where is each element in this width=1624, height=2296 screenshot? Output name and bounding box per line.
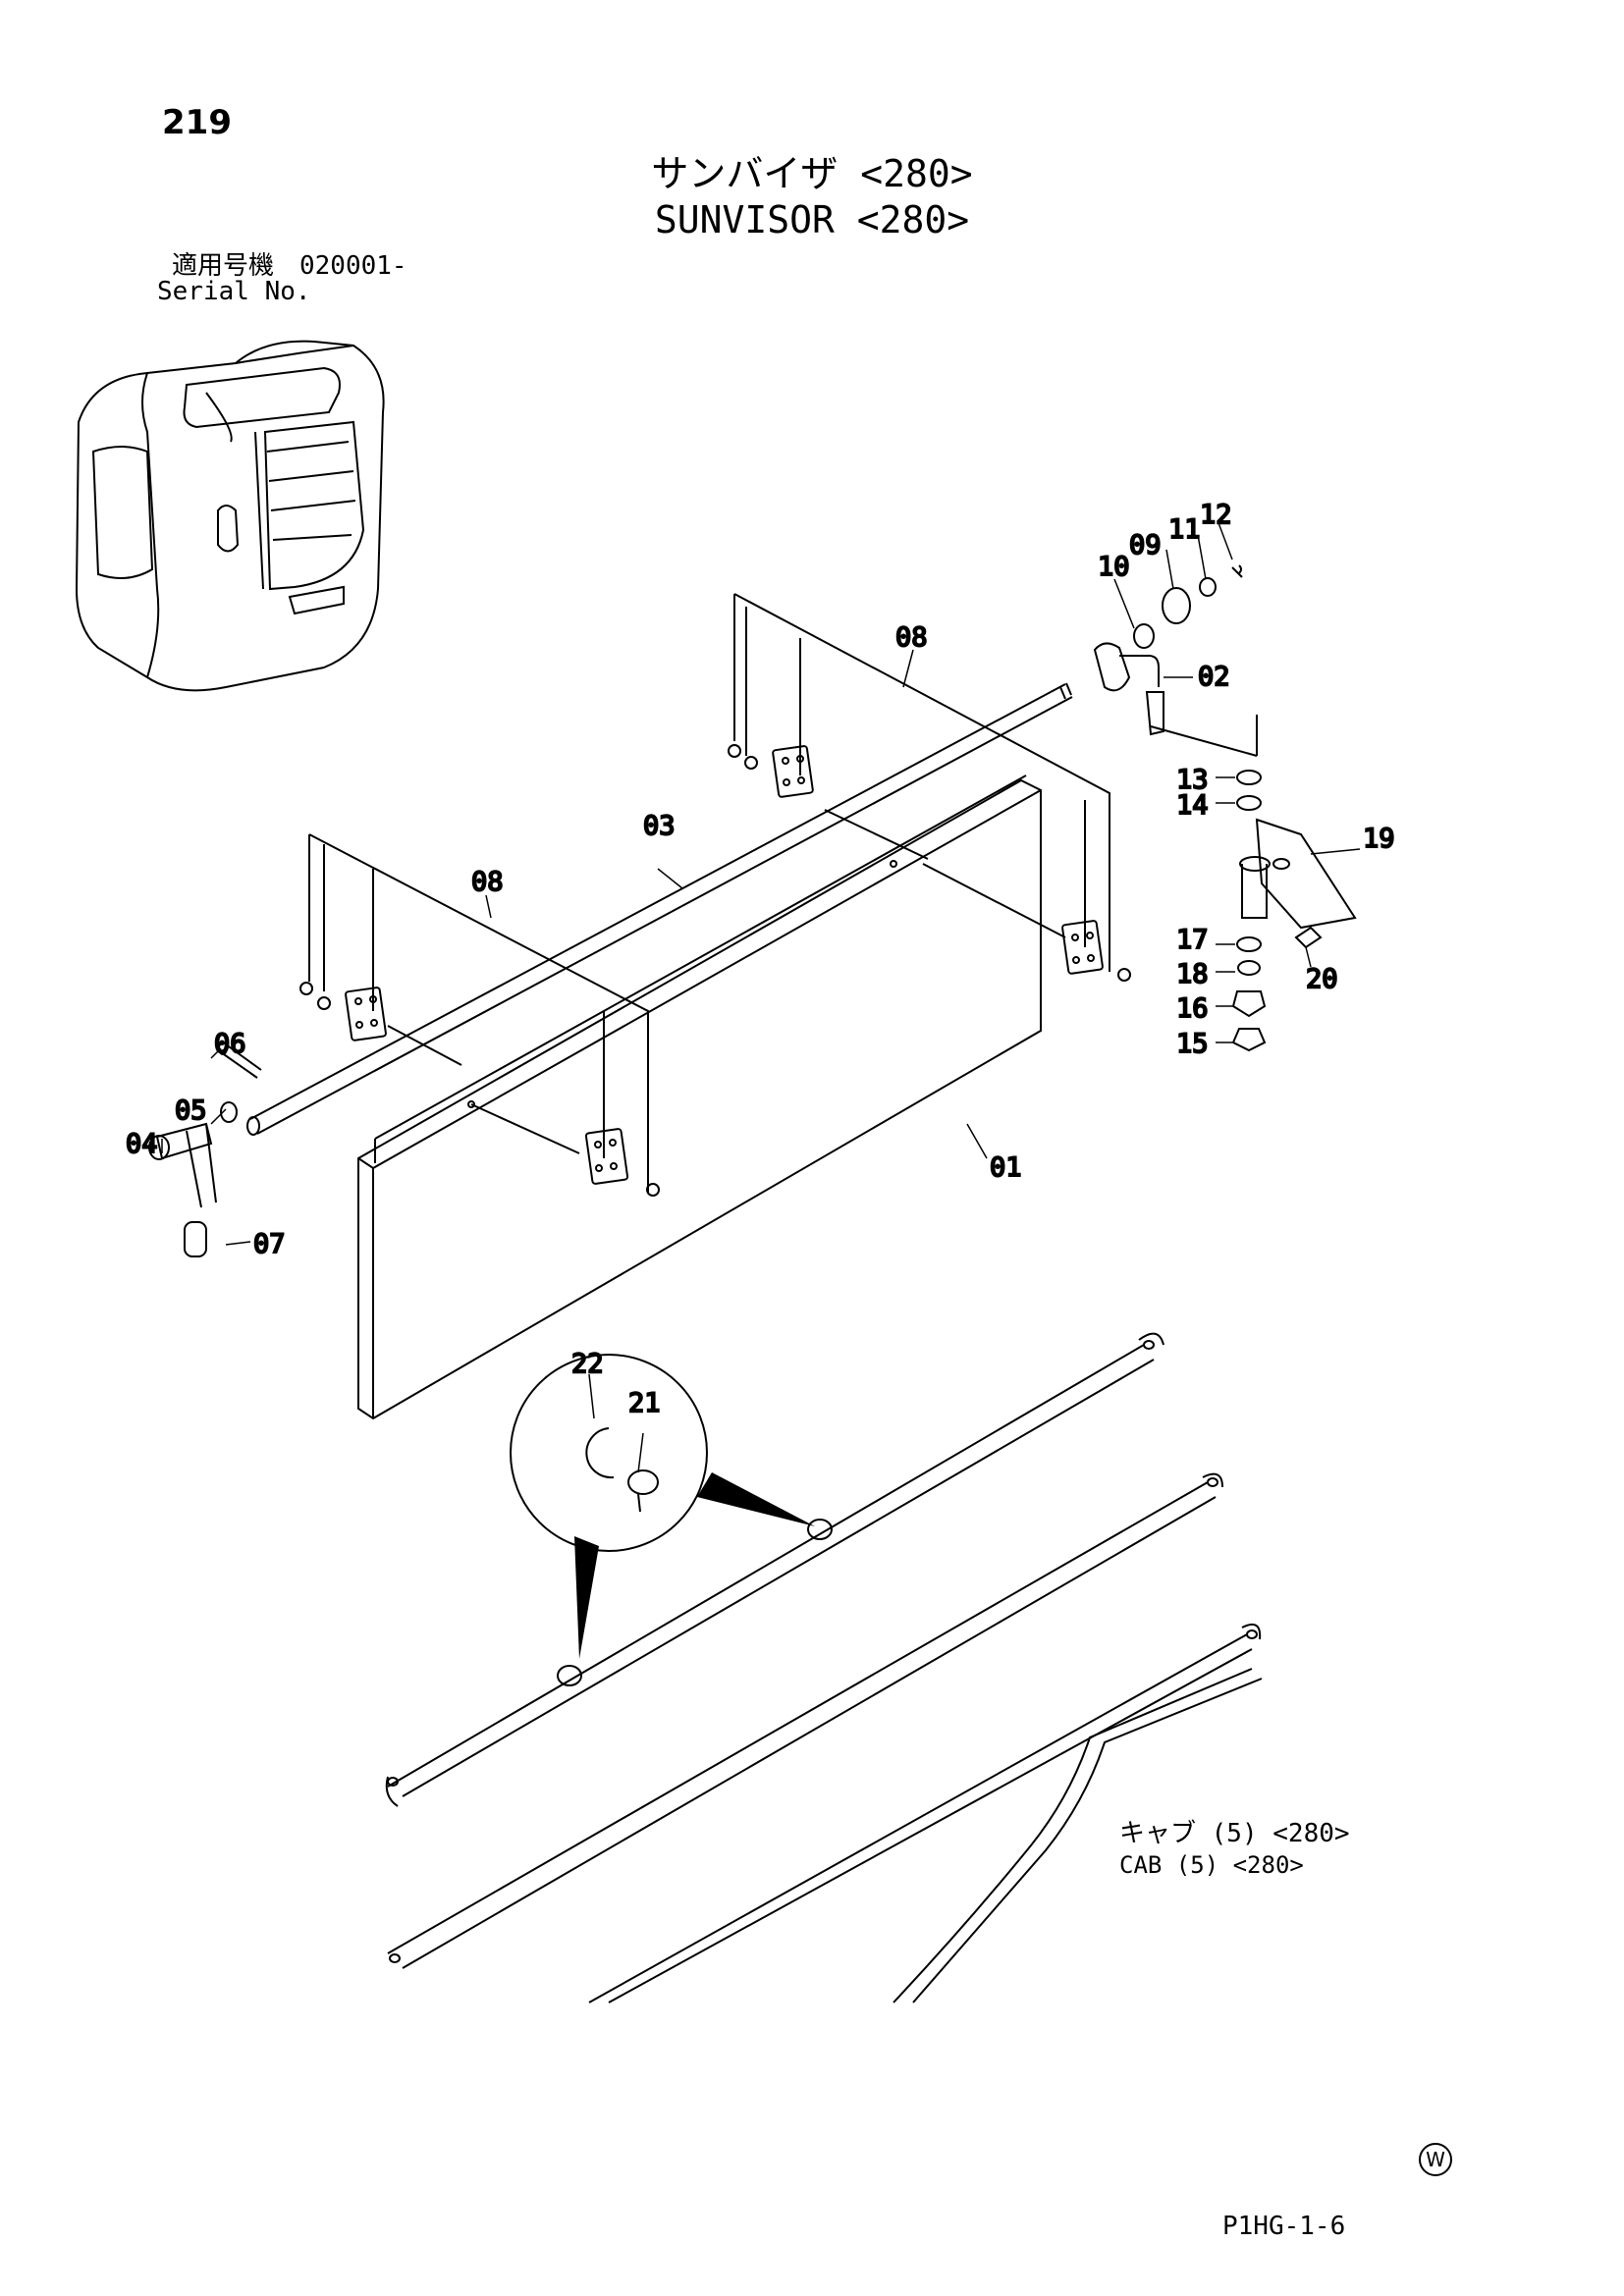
- callout-03: 03: [643, 811, 676, 841]
- leader-lines: [161, 519, 1361, 1473]
- callout-07: 07: [253, 1229, 286, 1259]
- cab-reference-japanese: キャブ (5) <280>: [1119, 1819, 1350, 1848]
- callout-06: 06: [214, 1029, 246, 1059]
- callout-09: 09: [1129, 530, 1162, 561]
- callout-12: 12: [1200, 500, 1232, 530]
- callout-20: 20: [1306, 964, 1338, 994]
- hinge-assembly-upper: [728, 593, 1131, 982]
- callout-04: 04: [126, 1129, 158, 1159]
- callout-10: 10: [1098, 552, 1130, 582]
- callout-02: 02: [1198, 662, 1230, 692]
- callout-01: 01: [990, 1152, 1022, 1183]
- handle-parts: [148, 1041, 262, 1257]
- page-code: P1HG-1-6: [1222, 2212, 1346, 2241]
- page-title: SUNVISOR <280>: [654, 198, 970, 241]
- shaft: [246, 682, 1073, 1136]
- callout-08-lower: 08: [471, 867, 504, 897]
- callout-18: 18: [1176, 959, 1209, 989]
- callout-15: 15: [1176, 1029, 1209, 1059]
- callout-13: 13: [1176, 765, 1209, 795]
- callout-08-upper: 08: [895, 622, 928, 653]
- callout-19: 19: [1363, 824, 1395, 854]
- page-number: 219: [162, 103, 232, 142]
- callout-21: 21: [628, 1388, 661, 1418]
- visor-panel: [357, 774, 1042, 1420]
- page-title-japanese: サンバイザ <280>: [651, 152, 973, 195]
- cab-reference: CAB (5) <280>: [1119, 1851, 1304, 1879]
- serial-number-label: Serial No.: [157, 277, 311, 306]
- cab-overview-illustration: [75, 340, 385, 692]
- callout-16: 16: [1176, 993, 1209, 1024]
- cab-frame-rods: [385, 1332, 1263, 2003]
- part-callouts: 01 02 03 04 05 06 07 08 08 09 10 11 12 1…: [125, 499, 1396, 1419]
- circled-w-mark: W: [1419, 2143, 1452, 2176]
- clip-detail: [510, 1354, 815, 1659]
- hinge-assembly-lower: [299, 833, 660, 1197]
- serial-number-label-japanese: 適用号機 020001-: [172, 251, 407, 281]
- bracket-parts: [1093, 564, 1357, 1052]
- callout-17: 17: [1176, 925, 1209, 955]
- callout-22: 22: [571, 1349, 604, 1379]
- callout-14: 14: [1176, 790, 1209, 821]
- callout-11: 11: [1168, 514, 1201, 545]
- callout-05: 05: [175, 1095, 207, 1126]
